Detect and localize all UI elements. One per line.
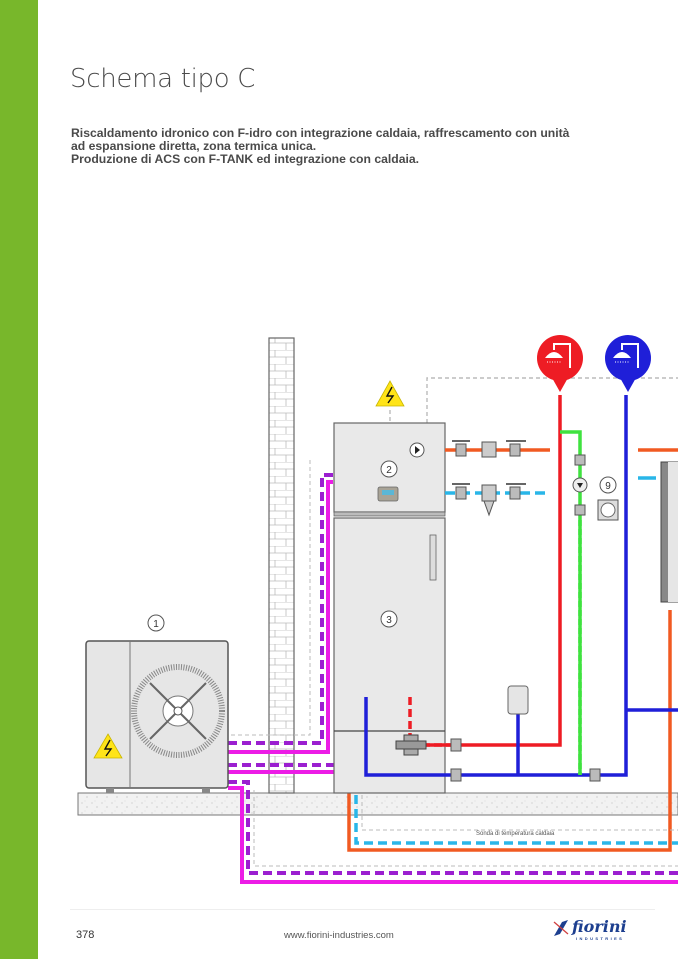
ball-valve-icon <box>450 768 462 782</box>
ball-valve-icon <box>450 738 462 752</box>
ball-valve-icon <box>506 483 526 500</box>
cold-water-shower-icon <box>605 335 651 392</box>
hydraulic-schematic: Sonda di temperatura caldaia 2 3 1 <box>77 335 678 884</box>
boiler-probe-label: Sonda di temperatura caldaia <box>476 831 555 837</box>
brick-wall <box>268 337 295 794</box>
footer-divider <box>70 909 655 910</box>
description-line: ad espansione diretta, zona termica unic… <box>71 139 317 153</box>
description-line: Produzione di ACS con F-TANK ed integraz… <box>71 152 420 166</box>
boiler-unit <box>660 461 678 603</box>
svg-text:3: 3 <box>386 615 392 626</box>
svg-text:9: 9 <box>605 481 611 492</box>
logo-mark-icon <box>553 920 569 936</box>
page-number: 378 <box>76 929 95 941</box>
ball-valve-icon <box>506 440 526 457</box>
refrigerant-liquid-line <box>228 786 678 884</box>
brand-sub: INDUSTRIES <box>576 936 625 941</box>
timer-icon <box>597 499 619 521</box>
refrigerant-liquid-line <box>228 480 333 754</box>
label-9 <box>599 476 617 494</box>
magnetic-filter-icon <box>481 484 497 517</box>
ball-valve-icon <box>452 483 470 500</box>
floor-slab <box>77 792 678 816</box>
thermostatic-mixing-valve-icon <box>395 734 427 756</box>
page-title: Schema tipo C <box>70 64 256 94</box>
fan-icon <box>131 664 225 758</box>
check-valve-icon <box>574 504 586 516</box>
ball-valve-icon <box>589 768 601 782</box>
svg-text:1: 1 <box>153 619 159 630</box>
electrical-hazard-icon <box>93 733 123 759</box>
label-1 <box>147 614 165 632</box>
label-3 <box>380 610 398 628</box>
page-description: Riscaldamento idronico con F-idro con in… <box>71 127 671 166</box>
control-cable <box>253 790 678 867</box>
dirt-separator-icon <box>481 441 497 458</box>
refrigerant-gas-line <box>228 473 333 745</box>
cold-water-pipe <box>595 395 628 777</box>
description-line: Riscaldamento idronico con F-idro con in… <box>71 126 570 140</box>
outdoor-heat-pump-unit <box>85 640 229 789</box>
hot-water-shower-icon <box>537 335 583 392</box>
expansion-vessel-icon <box>507 685 529 715</box>
module-3-ftank <box>333 517 446 794</box>
ball-valve-icon <box>452 440 470 457</box>
fiorini-logo: fiorini INDUSTRIES <box>552 917 632 944</box>
svg-text:2: 2 <box>386 465 392 476</box>
control-cable <box>426 377 678 423</box>
electrical-hazard-icon <box>375 380 405 407</box>
recirculation-pump-icon <box>572 477 588 493</box>
control-cable <box>228 460 311 736</box>
ball-valve-icon <box>574 454 586 466</box>
label-2 <box>380 460 398 478</box>
website-link[interactable]: www.fiorini-industries.com <box>284 930 394 941</box>
refrigerant-gas-line <box>228 780 678 875</box>
green-sidebar <box>0 0 38 959</box>
brand-name: fiorini <box>572 917 627 936</box>
